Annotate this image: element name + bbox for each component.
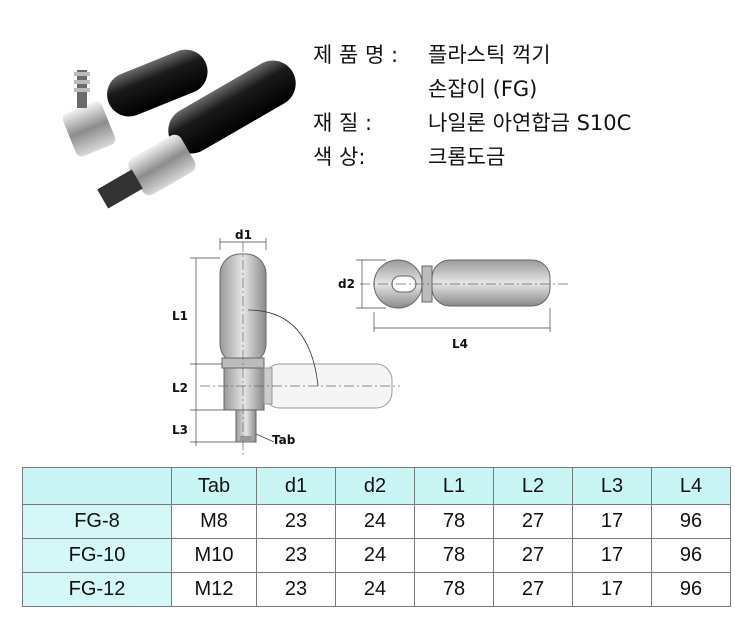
table-header-cell (22, 467, 172, 505)
table-cell: 27 (493, 504, 573, 539)
technical-drawing: d1 L1 L2 L3 Tab d2 L4 (172, 228, 570, 456)
model-cell: FG-8 (22, 504, 172, 539)
table-cell: 23 (256, 504, 336, 539)
table-cell: 96 (651, 504, 731, 539)
table-cell: 24 (335, 538, 415, 573)
material-value: 나일론 아연합금 S10C (428, 111, 632, 135)
table-cell: 23 (256, 572, 336, 607)
color-label: 색 상: (313, 145, 366, 169)
dim-tab-label: Tab (272, 433, 296, 447)
table-header-cell: L2 (493, 467, 573, 505)
dim-L3-label: L3 (172, 423, 188, 437)
dim-L2-label: L2 (172, 381, 188, 395)
table-cell: 78 (414, 572, 494, 607)
table-cell: 96 (651, 572, 731, 607)
table-cell: M10 (171, 538, 257, 573)
material-label: 재 질 : (313, 111, 373, 135)
side-view (200, 242, 400, 456)
table-header-cell: d2 (335, 467, 415, 505)
product-name-value: 플라스틱 꺽기 (428, 43, 551, 67)
table-row: FG-12 M12 23 24 78 27 17 96 (22, 572, 731, 607)
model-cell: FG-10 (22, 538, 172, 573)
table-cell: M12 (171, 572, 257, 607)
right-handle-image (97, 60, 296, 209)
table-header-cell: Tab (171, 467, 257, 505)
product-name-value-2: 손잡이 (FG) (428, 77, 538, 101)
dim-d1-label: d1 (235, 228, 252, 242)
product-name-label: 제 품 명 : (313, 43, 399, 67)
dim-L4-label: L4 (452, 337, 468, 351)
spec-table: Tab d1 d2 L1 L2 L3 L4 FG-8 M8 23 24 78 2… (22, 467, 731, 607)
table-header-row: Tab d1 d2 L1 L2 L3 L4 (22, 467, 731, 505)
table-header-cell: L1 (414, 467, 494, 505)
table-row: FG-8 M8 23 24 78 27 17 96 (22, 504, 731, 539)
model-cell: FG-12 (22, 572, 172, 607)
table-cell: M8 (171, 504, 257, 539)
dim-L1-label: L1 (172, 309, 188, 323)
table-cell: 24 (335, 504, 415, 539)
table-cell: 17 (572, 504, 652, 539)
table-cell: 17 (572, 538, 652, 573)
table-cell: 24 (335, 572, 415, 607)
table-header-cell: L3 (572, 467, 652, 505)
table-header-cell: d1 (256, 467, 336, 505)
color-value: 크롬도금 (428, 145, 506, 169)
product-photo (62, 49, 296, 209)
table-header-cell: L4 (651, 467, 731, 505)
table-cell: 78 (414, 504, 494, 539)
top-view (360, 259, 570, 309)
left-handle-image (62, 49, 208, 157)
dim-d2-label: d2 (338, 277, 355, 291)
table-cell: 27 (493, 538, 573, 573)
table-cell: 96 (651, 538, 731, 573)
table-cell: 78 (414, 538, 494, 573)
table-cell: 23 (256, 538, 336, 573)
table-cell: 17 (572, 572, 652, 607)
table-row: FG-10 M10 23 24 78 27 17 96 (22, 538, 731, 573)
table-cell: 27 (493, 572, 573, 607)
